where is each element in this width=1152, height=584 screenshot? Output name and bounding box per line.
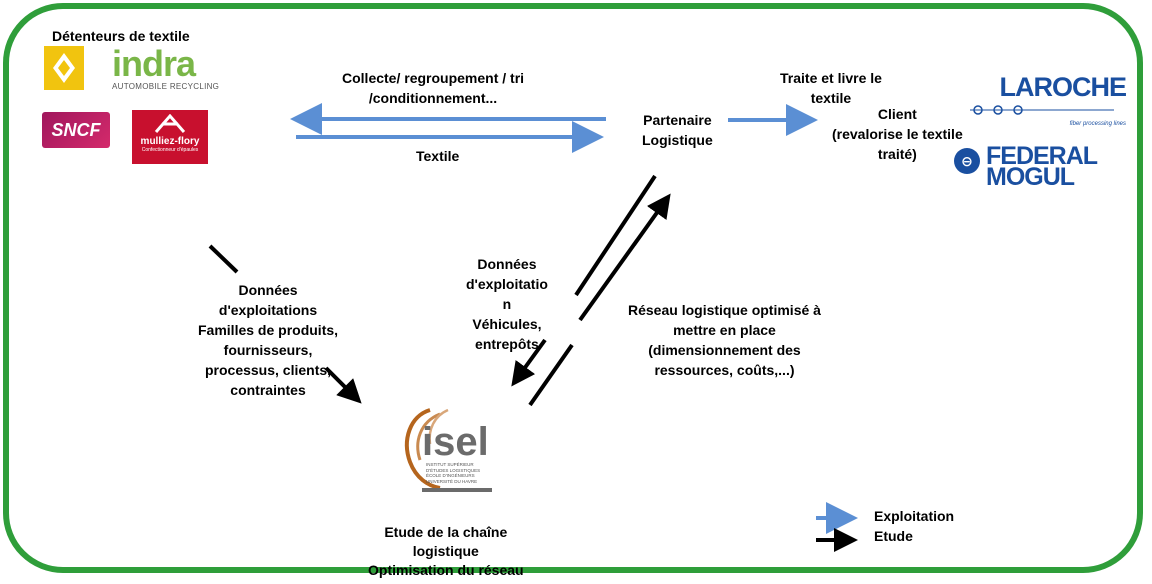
mulliez-name: mulliez-flory (140, 136, 200, 147)
isel-wordmark: isel (422, 420, 489, 464)
indra-logo: indra AUTOMOBILE RECYCLING (112, 46, 222, 92)
holders-title: Détenteurs de textile (52, 28, 190, 44)
indra-wordmark: indra (112, 43, 196, 84)
federal-mogul-wordmark: FEDERAL MOGUL (986, 142, 1098, 191)
isel-subtitle: INSTITUT SUPÉRIEUR D'ÉTUDES LOGISTIQUES … (426, 462, 481, 484)
isel-swirl-icon (404, 408, 449, 490)
federal-mogul-logo: ⊖ FEDERAL MOGUL (952, 142, 1128, 194)
legend-exploitation: Exploitation (874, 508, 955, 524)
network-label: Réseau logistique optimisé à mettre en p… (628, 302, 821, 378)
indra-subtitle: AUTOMOBILE RECYCLING (112, 82, 220, 91)
isel-underline (422, 488, 492, 492)
collect-label: Collecte/ regroupement / tri /conditionn… (342, 70, 525, 106)
laroche-rollers (970, 105, 1114, 115)
isel-logo: isel INSTITUT SUPÉRIEUR D'ÉTUDES LOGISTI… (400, 402, 496, 498)
holders-data-arrow-bottom (324, 366, 362, 404)
rounded-frame (3, 3, 1143, 573)
partner-data-label: Données d'exploitatio n Véhicules, entre… (466, 256, 548, 352)
mulliez-tagline: Confectionneur d'épaules (141, 147, 199, 153)
laroche-wordmark: LAROCHE (999, 72, 1128, 102)
partner-data-arrow-bottom (511, 338, 547, 387)
renault-logo (44, 46, 84, 90)
client-label: Client (revalorise le textile traité) (832, 106, 963, 162)
network-arrow-top (578, 193, 671, 322)
sncf-logo: SNCF (42, 112, 110, 148)
textile-label: Textile (416, 148, 460, 164)
holders-data-arrow-top (208, 244, 239, 274)
federal-mogul-emblem-icon: ⊖ (954, 148, 980, 174)
partner-data-arrow-top (574, 174, 657, 297)
treat-label: Traite et livre le textile (780, 70, 882, 106)
network-arrow-bottom (528, 343, 574, 407)
laroche-tagline: fiber processing lines (1069, 121, 1126, 127)
legend-etude: Etude (874, 528, 913, 544)
mulliez-flory-logo: mulliez-flory Confectionneur d'épaules (132, 110, 208, 164)
study-label: Etude de la chaîne logistique Optimisati… (368, 524, 524, 578)
holders-data-label: Données d'exploitations Familles de prod… (198, 282, 339, 398)
client-title: Client (877, 106, 917, 122)
partner-label: Partenaire Logistique (642, 112, 713, 148)
laroche-logo: LAROCHE fiber processing lines (964, 72, 1128, 127)
